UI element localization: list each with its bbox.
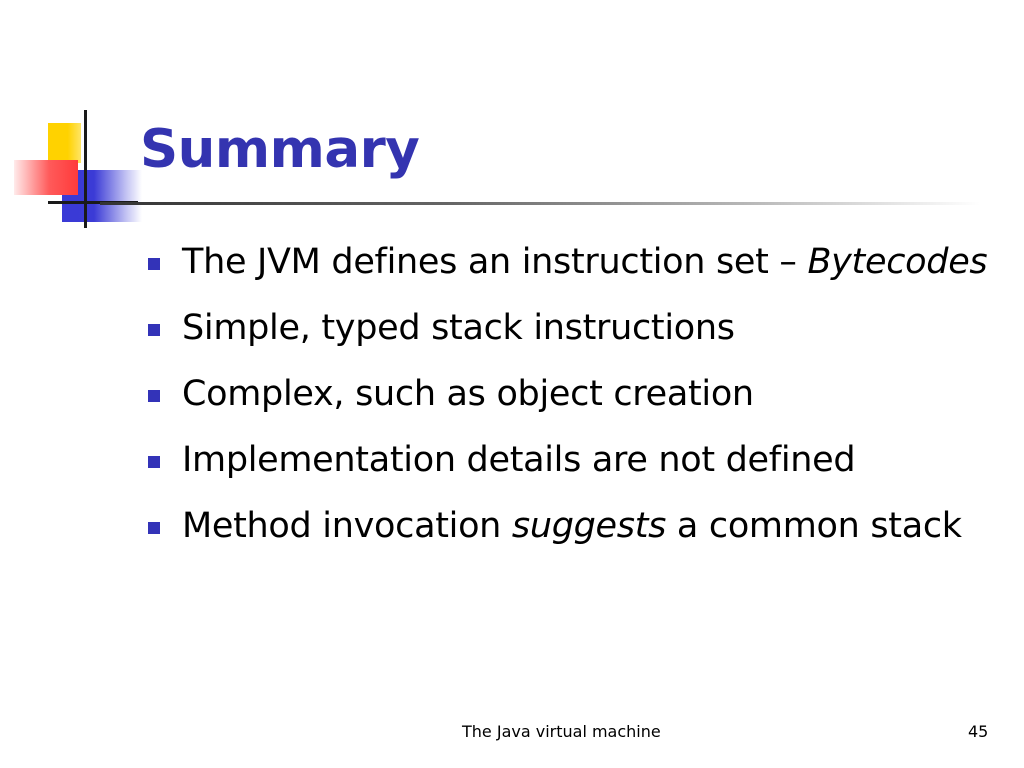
bullet-item-complex: Complex, such as object creation <box>142 366 1002 422</box>
logo-vertical-line <box>84 110 87 228</box>
logo-yellow-square <box>48 123 81 163</box>
logo-red-square <box>14 160 78 195</box>
title-underline-rule <box>100 202 980 205</box>
bullet-text-after: a common stack <box>666 506 962 546</box>
bullet-emphasis: Bytecodes <box>807 242 988 282</box>
bullet-list: The JVM defines an instruction set – Byt… <box>142 234 1002 564</box>
square-bullet-icon <box>148 324 160 336</box>
bullet-emphasis: suggests <box>511 506 667 546</box>
bullet-text: The JVM defines an instruction set – <box>182 242 808 282</box>
slide-footer: The Java virtual machine <box>462 722 661 741</box>
bullet-text: Method invocation <box>182 506 512 546</box>
bullet-text: Implementation details are not defined <box>182 440 856 480</box>
square-bullet-icon <box>148 522 160 534</box>
bullet-item-method-invocation: Method invocation suggests a common stac… <box>142 498 1002 554</box>
square-bullet-icon <box>148 258 160 270</box>
bullet-text: Complex, such as object creation <box>182 374 754 414</box>
bullet-item-implementation-details: Implementation details are not defined <box>142 432 1002 488</box>
slide-title: Summary <box>140 119 420 180</box>
page-number: 45 <box>968 722 989 741</box>
bullet-item-jvm-instruction-set: The JVM defines an instruction set – Byt… <box>142 234 1002 290</box>
square-bullet-icon <box>148 456 160 468</box>
square-bullet-icon <box>148 390 160 402</box>
bullet-text: Simple, typed stack instructions <box>182 308 735 348</box>
logo-horizontal-line <box>48 201 138 204</box>
decorative-squares-logo <box>0 0 150 240</box>
bullet-item-simple-typed: Simple, typed stack instructions <box>142 300 1002 356</box>
